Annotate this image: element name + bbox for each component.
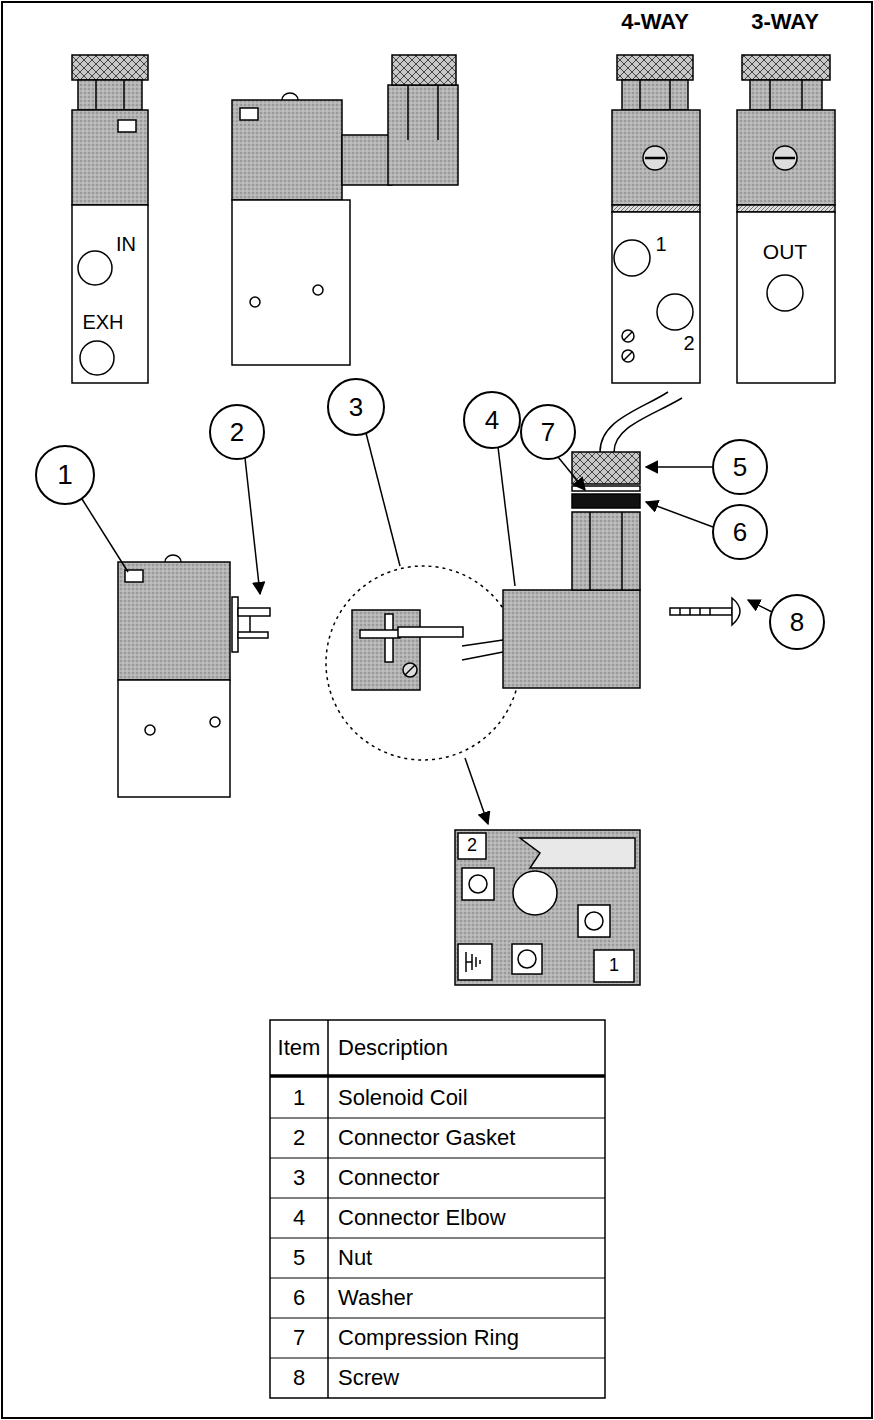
port-name: OUT — [763, 240, 807, 263]
valve-type: 3-WAY — [751, 10, 819, 34]
table-cell: Connector Elbow — [338, 1206, 506, 1230]
pin-number: 2 — [467, 836, 477, 856]
solenoid-coil — [118, 555, 230, 797]
callout-circles — [36, 379, 824, 649]
table-header: Item — [278, 1036, 321, 1060]
table-cell: Solenoid Coil — [338, 1086, 468, 1110]
valve-4-way — [612, 55, 700, 383]
port-name: IN — [116, 233, 136, 255]
callout-number: 7 — [541, 418, 555, 447]
table-cell: 7 — [293, 1326, 305, 1350]
callout-number: 6 — [733, 518, 747, 547]
valve-side-view — [72, 55, 148, 383]
callout-number: 8 — [790, 608, 804, 637]
callout-number: 2 — [230, 418, 244, 447]
valve-3-way — [737, 55, 835, 383]
port-name: EXH — [82, 311, 123, 333]
table-cell: 2 — [293, 1126, 305, 1150]
port-number: 2 — [683, 332, 694, 354]
callout-number: 5 — [733, 453, 747, 482]
callout-number: 3 — [349, 393, 363, 422]
parts-table — [270, 1020, 605, 1398]
table-cell: Connector Gasket — [338, 1126, 515, 1150]
table-cell: Connector — [338, 1166, 440, 1190]
leader-lines — [82, 433, 772, 824]
table-cell: Nut — [338, 1246, 372, 1270]
detail-circle — [326, 566, 520, 760]
valve-front-view — [232, 55, 458, 365]
connector-elbow — [462, 392, 682, 688]
table-cell: 8 — [293, 1366, 305, 1390]
connector-gasket — [232, 597, 270, 652]
table-cell: 4 — [293, 1206, 305, 1230]
connector-face-detail — [455, 830, 640, 985]
connector — [352, 610, 463, 690]
screw — [670, 598, 740, 625]
port-number: 1 — [655, 233, 666, 255]
table-cell: Compression Ring — [338, 1326, 519, 1350]
table-cell: 6 — [293, 1286, 305, 1310]
table-cell: 1 — [293, 1086, 305, 1110]
callout-number: 1 — [57, 460, 73, 491]
table-cell: 5 — [293, 1246, 305, 1270]
valve-type: 4-WAY — [621, 10, 689, 34]
table-header: Description — [338, 1036, 448, 1060]
callout-number: 4 — [485, 406, 499, 435]
table-cell: 3 — [293, 1166, 305, 1190]
table-cell: Screw — [338, 1366, 399, 1390]
pin-number: 1 — [609, 956, 619, 976]
table-cell: Washer — [338, 1286, 413, 1310]
